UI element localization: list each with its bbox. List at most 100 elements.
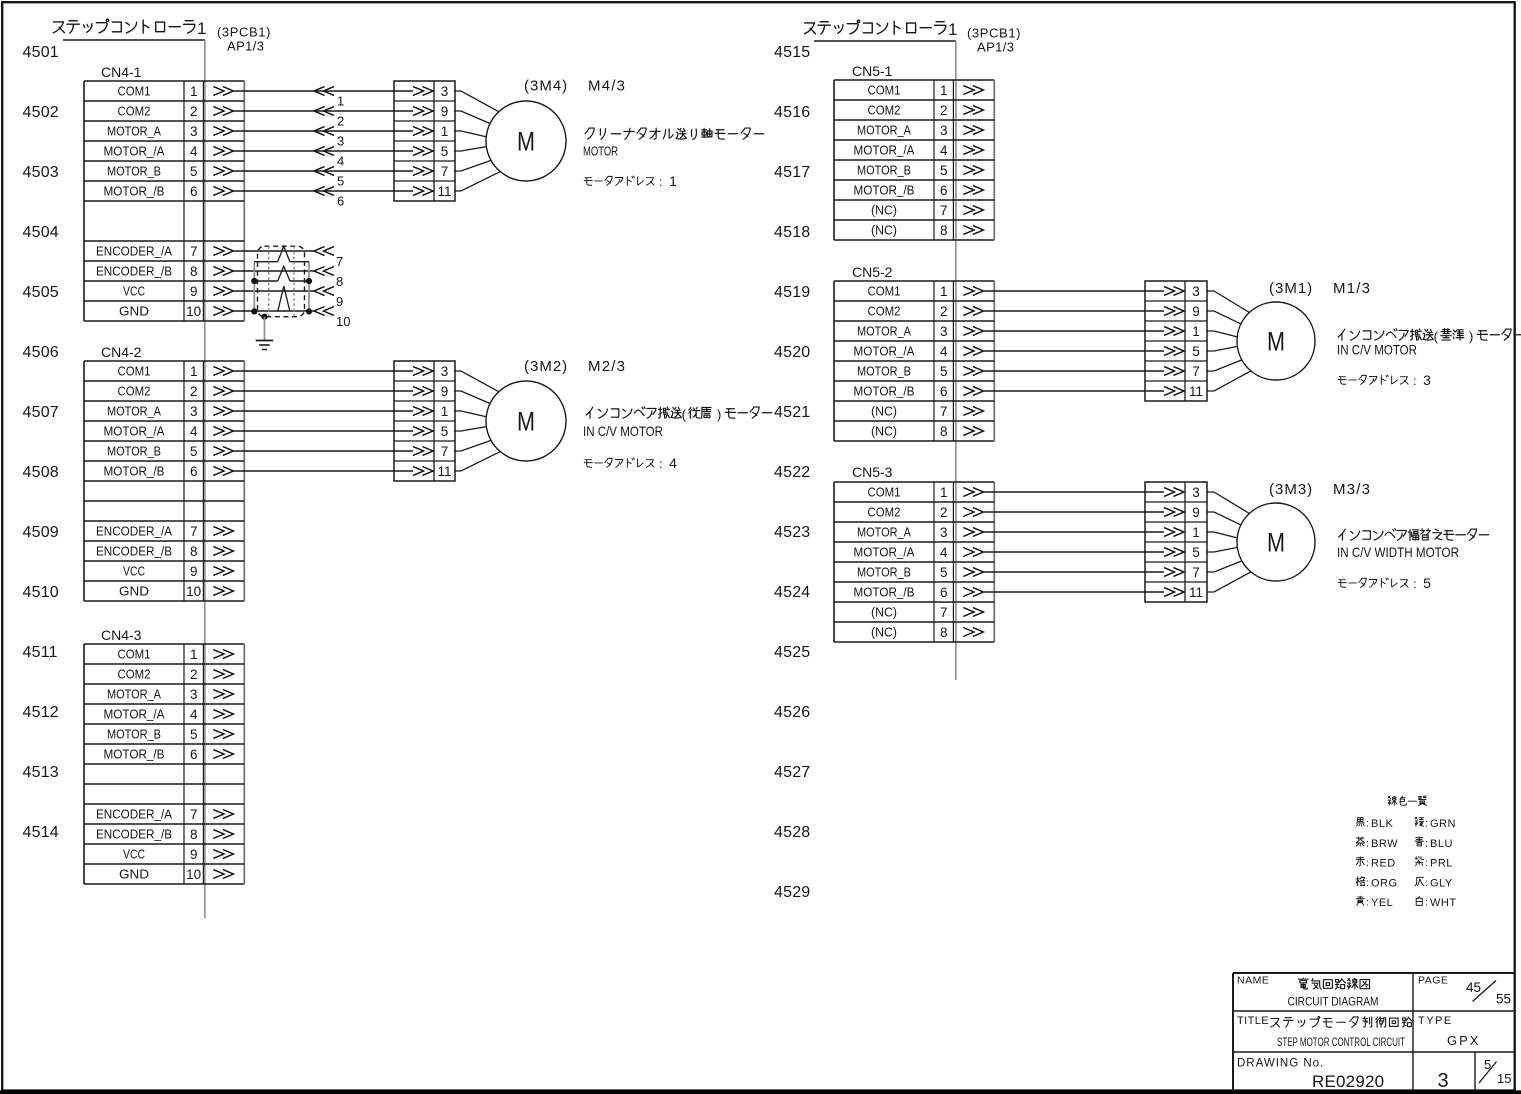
svg-text:ENCODER_/A: ENCODER_/A <box>96 244 172 259</box>
svg-text::: : <box>659 457 662 471</box>
svg-text:MOTOR_A: MOTOR_A <box>857 324 911 339</box>
svg-text:9: 9 <box>336 294 343 309</box>
svg-text:4512: 4512 <box>23 704 59 721</box>
svg-text:15: 15 <box>1497 1071 1511 1086</box>
svg-text:ENCODER_/A: ENCODER_/A <box>96 807 172 822</box>
svg-text:MOTOR_A: MOTOR_A <box>857 123 911 138</box>
svg-text:6: 6 <box>190 464 198 479</box>
svg-text:55: 55 <box>1496 992 1511 1007</box>
svg-text:M2/3: M2/3 <box>588 358 626 375</box>
svg-text:MOTOR_/B: MOTOR_/B <box>854 183 915 198</box>
svg-text:10: 10 <box>336 314 350 329</box>
svg-text:6: 6 <box>940 183 948 198</box>
svg-text:8: 8 <box>336 274 343 289</box>
svg-text::: : <box>659 175 662 189</box>
svg-text:3: 3 <box>940 123 948 138</box>
svg-text:COM2: COM2 <box>118 104 151 119</box>
svg-text:MOTOR_/A: MOTOR_/A <box>854 545 915 560</box>
svg-text:5: 5 <box>1423 575 1431 591</box>
svg-text:1: 1 <box>940 485 948 500</box>
svg-text:M1/3: M1/3 <box>1333 280 1371 297</box>
svg-text:MOTOR_B: MOTOR_B <box>107 444 161 459</box>
svg-text:10: 10 <box>186 584 201 599</box>
svg-text:4: 4 <box>940 344 948 359</box>
svg-text:GPX: GPX <box>1447 1033 1480 1048</box>
svg-text:COM1: COM1 <box>868 83 901 98</box>
svg-text:M: M <box>517 127 535 157</box>
svg-text:5: 5 <box>1484 1057 1491 1072</box>
svg-text:MOTOR_B: MOTOR_B <box>107 164 161 179</box>
svg-text:3: 3 <box>940 525 948 540</box>
svg-text:4516: 4516 <box>774 104 810 121</box>
svg-text:M: M <box>1267 327 1285 357</box>
svg-text:8: 8 <box>190 827 198 842</box>
svg-text::: : <box>1425 837 1428 849</box>
svg-text:3: 3 <box>337 134 344 149</box>
svg-text:5: 5 <box>441 424 449 439</box>
svg-text:4524: 4524 <box>774 584 810 601</box>
svg-text:4529: 4529 <box>774 884 810 901</box>
svg-text:GND: GND <box>119 304 149 319</box>
svg-text:1: 1 <box>1192 324 1200 339</box>
svg-text:1: 1 <box>1192 525 1200 540</box>
svg-text:IN C/V MOTOR: IN C/V MOTOR <box>1337 342 1417 358</box>
svg-text:2: 2 <box>940 505 948 520</box>
svg-text:3: 3 <box>1423 372 1431 388</box>
svg-text:AP1/3: AP1/3 <box>227 39 264 54</box>
svg-text:(3PCB1): (3PCB1) <box>217 25 271 40</box>
svg-text:GND: GND <box>119 867 149 882</box>
svg-text:MOTOR_B: MOTOR_B <box>107 727 161 742</box>
svg-text:9: 9 <box>1192 505 1200 520</box>
svg-text:4: 4 <box>669 455 677 471</box>
svg-text:ENCODER_/B: ENCODER_/B <box>96 264 172 279</box>
svg-text:4505: 4505 <box>23 284 59 301</box>
svg-text:3: 3 <box>441 364 449 379</box>
svg-text::: : <box>1366 837 1369 849</box>
svg-text:(3M2): (3M2) <box>524 358 568 375</box>
svg-text:4521: 4521 <box>774 404 810 421</box>
svg-text:1: 1 <box>940 284 948 299</box>
svg-text:7: 7 <box>441 164 449 179</box>
svg-text:COM1: COM1 <box>118 84 151 99</box>
svg-text:NAME: NAME <box>1237 975 1269 987</box>
svg-text:4526: 4526 <box>774 704 810 721</box>
svg-text:4509: 4509 <box>23 524 59 541</box>
svg-text:VCC: VCC <box>123 284 145 299</box>
svg-text:9: 9 <box>190 284 198 299</box>
svg-text:COM2: COM2 <box>868 505 901 520</box>
svg-text:5: 5 <box>940 565 948 580</box>
svg-text:7: 7 <box>940 203 948 218</box>
svg-text:ENCODER_/B: ENCODER_/B <box>96 827 172 842</box>
svg-text:7: 7 <box>441 444 449 459</box>
svg-text:MOTOR: MOTOR <box>583 144 618 159</box>
svg-text:7: 7 <box>940 404 948 419</box>
svg-text:5: 5 <box>1192 344 1200 359</box>
svg-text:MOTOR_/B: MOTOR_/B <box>104 184 165 199</box>
svg-text:RE02920: RE02920 <box>1312 1072 1384 1091</box>
svg-text:4508: 4508 <box>23 464 59 481</box>
svg-text:5: 5 <box>1192 545 1200 560</box>
svg-text:8: 8 <box>940 424 948 439</box>
svg-text:COM2: COM2 <box>118 667 151 682</box>
svg-text:10: 10 <box>186 304 201 319</box>
svg-text:4523: 4523 <box>774 524 810 541</box>
svg-text:5: 5 <box>337 174 344 189</box>
svg-text:7: 7 <box>940 605 948 620</box>
svg-text:8: 8 <box>190 264 198 279</box>
svg-text:BLK: BLK <box>1371 818 1393 830</box>
svg-text:ENCODER_/A: ENCODER_/A <box>96 524 172 539</box>
svg-text:ORG: ORG <box>1371 877 1398 889</box>
svg-text:6: 6 <box>190 747 198 762</box>
svg-text:45: 45 <box>1466 980 1481 995</box>
svg-text:(NC): (NC) <box>871 625 897 640</box>
svg-text:5: 5 <box>940 163 948 178</box>
svg-text:COM1: COM1 <box>868 485 901 500</box>
svg-text:M3/3: M3/3 <box>1333 481 1371 498</box>
svg-text:(NC): (NC) <box>871 605 897 620</box>
svg-text:MOTOR_/B: MOTOR_/B <box>854 585 915 600</box>
svg-text:7: 7 <box>336 254 343 269</box>
svg-text::: : <box>1425 877 1428 889</box>
svg-text:IN C/V MOTOR: IN C/V MOTOR <box>583 423 663 439</box>
svg-text:RED: RED <box>1371 858 1396 870</box>
svg-text:4528: 4528 <box>774 824 810 841</box>
